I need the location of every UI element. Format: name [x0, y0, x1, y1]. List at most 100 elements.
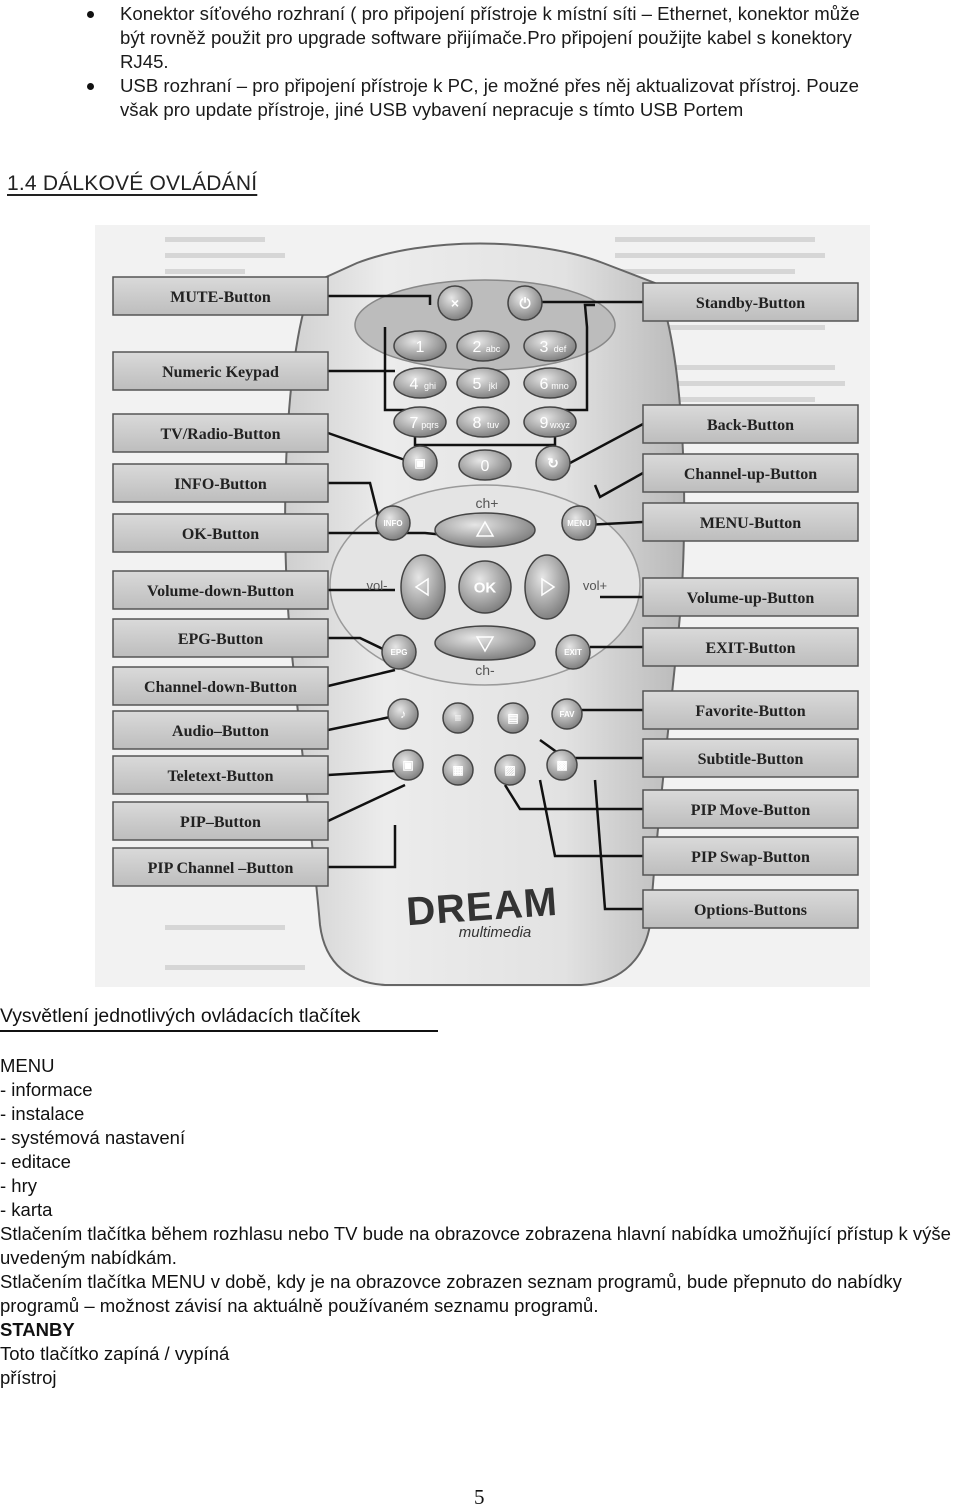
key-shape — [393, 367, 447, 399]
callout-text: PIP Move-Button — [691, 802, 811, 819]
menu-button-text: MENU — [567, 519, 591, 528]
callout-text: Volume-down-Button — [147, 583, 294, 600]
callout-text: PIP Swap-Button — [691, 849, 810, 866]
key-shape — [523, 406, 577, 438]
info-button-shape — [375, 505, 411, 541]
callout-text: Back-Button — [707, 417, 794, 434]
epg-button-text: EPG — [391, 648, 408, 657]
pointer-line — [328, 825, 397, 869]
epg-button: EPG — [381, 634, 417, 670]
exit-button-shape — [555, 634, 591, 670]
callout-label-audio-button: Audio–Button — [112, 710, 329, 750]
callout-box — [112, 666, 329, 706]
standby-heading: STANBY — [0, 1319, 75, 1340]
callout-box — [112, 276, 329, 316]
key-digit: 2 — [473, 339, 482, 356]
callout-text: MENU-Button — [700, 515, 801, 532]
subtitle-button-shape — [497, 702, 529, 734]
chevron-left-icon — [414, 577, 429, 597]
callout-label-back-button: Back-Button — [642, 404, 859, 444]
favorite-button: FAV — [551, 698, 583, 730]
callout-text: Volume-up-Button — [687, 590, 815, 607]
callout-text: Options-Buttons — [694, 902, 807, 919]
callout-label-info-button: INFO-Button — [112, 463, 329, 503]
bullet-text-line: Konektor síťového rozhraní ( pro připoje… — [120, 3, 860, 24]
callout-text: PIP Channel –Button — [148, 860, 294, 877]
vol-plus-label: vol+ — [583, 578, 607, 593]
pointer-line — [327, 783, 406, 823]
key-shape — [456, 367, 510, 399]
explanation-title: Vysvětlení jednotlivých ovládacích tlačí… — [0, 1005, 361, 1027]
brand-logo: DREAM — [405, 880, 559, 934]
pip-button: ▣ — [392, 749, 424, 781]
callout-label-options-buttons: Options-Buttons — [642, 889, 859, 929]
callout-text: Channel-down-Button — [144, 679, 297, 696]
audio-button: ♪ — [387, 698, 419, 730]
audio-button-text: ♪ — [400, 707, 406, 721]
volume-up-shape — [524, 554, 570, 620]
pointer-line — [593, 779, 643, 911]
explanation-title-underline — [0, 1030, 438, 1032]
channel-up-button — [434, 512, 536, 548]
pointer-line — [569, 422, 644, 465]
key-letters: pqrs — [421, 420, 439, 430]
pointer-line — [503, 784, 643, 811]
bullet-text-line: však pro update přístroje, jiné USB vyba… — [120, 99, 744, 120]
teletext-button-shape — [442, 702, 474, 734]
callout-label-menu-button: MENU-Button — [642, 502, 859, 542]
callout-label-favorite-button: Favorite-Button — [642, 690, 859, 730]
info-button-text: INFO — [383, 519, 402, 528]
key-shape — [458, 449, 512, 481]
key-letters: tuv — [487, 420, 500, 430]
favorite-button-shape — [551, 698, 583, 730]
standby-button-shape — [507, 285, 543, 321]
pip-button-shape — [392, 749, 424, 781]
callout-box — [642, 502, 859, 542]
numeric-key-0: 0 — [458, 449, 512, 481]
key-letters: jkl — [488, 381, 498, 391]
back-button-text: ↻ — [547, 455, 559, 471]
ok-button-text: OK — [474, 579, 497, 596]
callout-box — [112, 710, 329, 750]
callout-box — [112, 801, 329, 841]
callout-box — [642, 738, 859, 778]
callout-text: EXIT-Button — [705, 640, 795, 657]
pip-channel-button-text: ▦ — [452, 763, 463, 777]
bullet-item-usb: USB rozhraní – pro připojení přístroje k… — [87, 74, 960, 122]
numeric-key-1: 1 — [393, 330, 447, 362]
callout-text: TV/Radio-Button — [160, 426, 280, 443]
callout-label-volume-up-button: Volume-up-Button — [642, 577, 859, 617]
bullet-dot — [87, 83, 94, 90]
callout-box — [112, 847, 329, 887]
menu-button: MENU — [561, 505, 597, 541]
exit-button: EXIT — [555, 634, 591, 670]
pointer-line — [538, 779, 643, 858]
mute-button: × — [437, 285, 473, 321]
channel-up-shape — [434, 512, 536, 548]
pointer-line — [327, 668, 396, 688]
brand-subtitle: multimedia — [459, 924, 532, 941]
callout-box — [112, 755, 329, 795]
info-button: INFO — [375, 505, 411, 541]
callout-box — [642, 577, 859, 617]
pip-move-button-text: ▨ — [504, 763, 515, 777]
audio-button-shape — [387, 698, 419, 730]
pointer-line — [328, 636, 386, 652]
key-letters: ghi — [424, 381, 436, 391]
callout-box — [642, 889, 859, 929]
menu-item: - systémová nastavení — [0, 1127, 186, 1148]
callout-box — [642, 627, 859, 667]
teletext-button-text: ≡ — [454, 711, 461, 725]
callout-text: Subtitle-Button — [698, 751, 804, 768]
callout-box — [112, 618, 329, 658]
callout-box — [112, 513, 329, 553]
callout-box — [642, 789, 859, 829]
ch-plus-label: ch+ — [476, 495, 499, 511]
callout-label-pip-swap-button: PIP Swap-Button — [642, 836, 859, 876]
key-digit: 7 — [410, 415, 419, 432]
epg-button-shape — [381, 634, 417, 670]
